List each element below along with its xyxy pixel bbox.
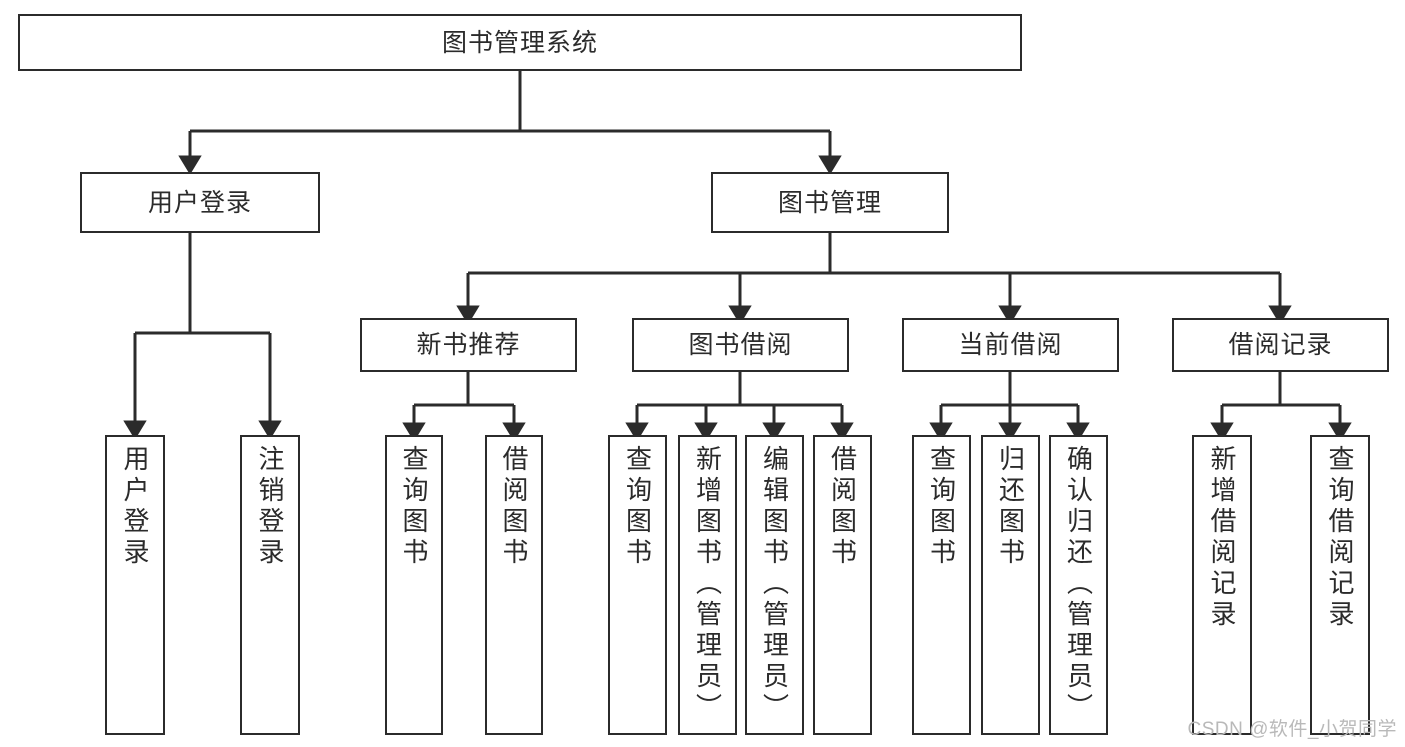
node-label: 图书管理系统	[441, 28, 598, 57]
node-label: 借阅图书	[827, 445, 858, 569]
node-label: 新书推荐	[416, 331, 521, 359]
leaf-new-book-borrow-book[interactable]: 借阅图书	[485, 435, 543, 735]
leaf-book-borrow-edit-book-admin[interactable]: 编辑图书（管理员）	[745, 435, 804, 735]
node-label: 查询借阅记录	[1325, 445, 1355, 631]
leaf-current-borrow-confirm-return-admin[interactable]: 确认归还（管理员）	[1049, 435, 1108, 735]
leaf-book-borrow-borrow-book[interactable]: 借阅图书	[813, 435, 872, 735]
node-user-login[interactable]: 用户登录	[80, 172, 320, 233]
node-label: 用户登录	[120, 445, 150, 569]
leaf-book-borrow-add-book-admin[interactable]: 新增图书（管理员）	[678, 435, 737, 735]
leaf-book-borrow-query-book[interactable]: 查询图书	[608, 435, 667, 735]
node-label: 确认归还（管理员）	[1063, 445, 1094, 724]
leaf-current-borrow-query-book[interactable]: 查询图书	[912, 435, 971, 735]
node-book-management[interactable]: 图书管理	[711, 172, 949, 233]
node-label: 归还图书	[995, 445, 1026, 569]
node-label: 注销登录	[255, 445, 285, 569]
node-current-borrow[interactable]: 当前借阅	[902, 318, 1119, 372]
leaf-borrow-record-add-record[interactable]: 新增借阅记录	[1192, 435, 1252, 735]
node-label: 用户登录	[147, 188, 252, 217]
node-label: 图书借阅	[688, 331, 793, 359]
node-book-borrow[interactable]: 图书借阅	[632, 318, 849, 372]
node-label: 查询图书	[399, 445, 429, 569]
node-new-book-recommend[interactable]: 新书推荐	[360, 318, 577, 372]
node-label: 查询图书	[926, 445, 957, 569]
node-label: 当前借阅	[958, 331, 1063, 359]
node-label: 编辑图书（管理员）	[759, 445, 790, 724]
node-label: 新增图书（管理员）	[692, 445, 723, 724]
node-label: 查询图书	[622, 445, 653, 569]
node-label: 借阅记录	[1228, 331, 1333, 359]
watermark-text: CSDN @软件_小贺同学	[1187, 719, 1397, 740]
node-borrow-record[interactable]: 借阅记录	[1172, 318, 1389, 372]
node-label: 借阅图书	[499, 445, 529, 569]
leaf-user-login-login[interactable]: 用户登录	[105, 435, 165, 735]
node-label: 图书管理	[777, 188, 882, 217]
leaf-borrow-record-query-record[interactable]: 查询借阅记录	[1310, 435, 1370, 735]
leaf-user-login-logout[interactable]: 注销登录	[240, 435, 300, 735]
leaf-current-borrow-return-book[interactable]: 归还图书	[981, 435, 1040, 735]
node-root-book-management-system[interactable]: 图书管理系统	[18, 14, 1022, 71]
node-label: 新增借阅记录	[1207, 445, 1237, 631]
leaf-new-book-query-book[interactable]: 查询图书	[385, 435, 443, 735]
